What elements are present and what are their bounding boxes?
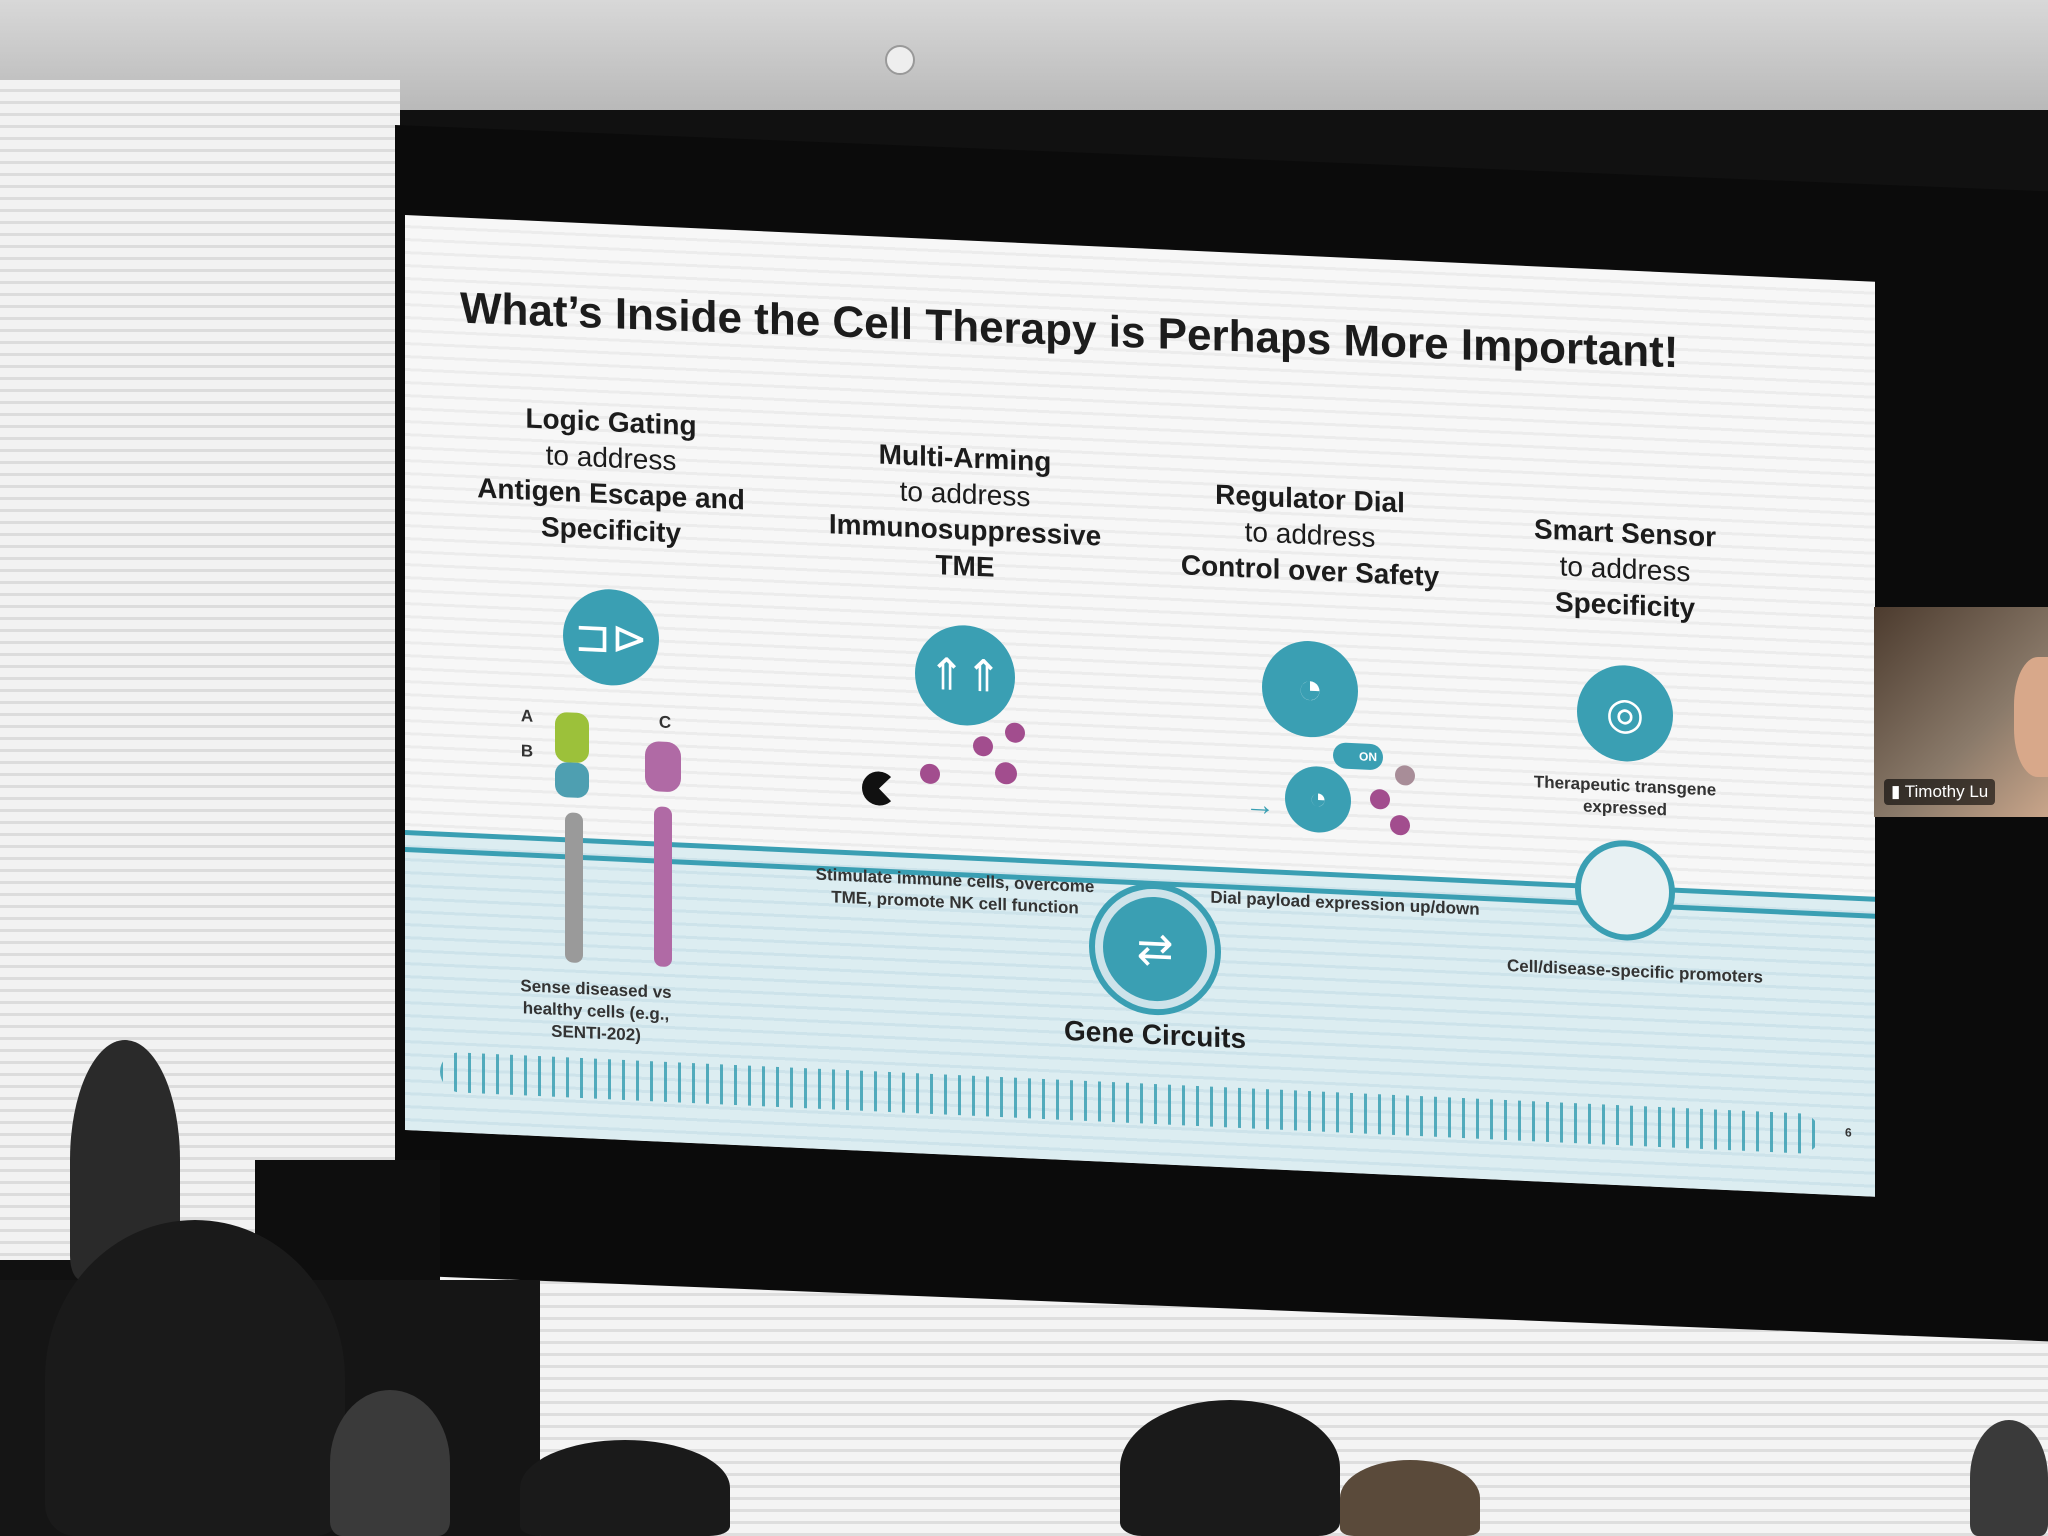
slide-title: What’s Inside the Cell Therapy is Perhap… <box>460 283 1679 378</box>
audience-head <box>1340 1460 1480 1536</box>
logic-gate-icon: ⊐⊳ <box>563 587 659 688</box>
receptor-stalk <box>565 812 583 964</box>
caption-logic-gating: Sense diseased vs healthy cells (e.g., S… <box>520 976 672 1045</box>
cytokine <box>973 735 993 757</box>
dial-small-icon: ◔ <box>1285 764 1351 834</box>
audience-head <box>1970 1420 2048 1536</box>
arrows-up-icon: ⇑⇑ <box>915 623 1015 728</box>
led-wall-left <box>0 80 400 1260</box>
webcam-feed: ▮ Timothy Lu <box>1874 607 2048 817</box>
column-target: Immunosuppressive TME <box>828 508 1102 583</box>
audience-head <box>1120 1400 1340 1536</box>
smoke-detector <box>885 45 915 75</box>
payload <box>1390 814 1410 836</box>
label-c: C <box>658 712 672 733</box>
payload <box>1395 764 1415 786</box>
receptor-c <box>645 740 681 793</box>
arrow-right-icon: → <box>1245 788 1275 823</box>
signal-icon: ▮ <box>1891 782 1905 801</box>
dial-icon: ◔ <box>1262 638 1358 740</box>
audience-head <box>45 1220 345 1536</box>
webcam-name-badge: ▮ Timothy Lu <box>1884 779 1996 805</box>
webcam-name: Timothy Lu <box>1904 782 1989 801</box>
cytokine <box>920 763 940 785</box>
caption-transgene: Therapeutic transgene expressed <box>1533 772 1717 820</box>
on-toggle: ON <box>1333 742 1383 771</box>
cytokine <box>1005 722 1025 744</box>
column-smart-sensor: Smart Sensor to address Specificity <box>1465 508 1785 631</box>
speaker-face <box>2014 657 2048 777</box>
cytokine <box>995 761 1017 785</box>
audience-head <box>330 1390 450 1536</box>
column-multi-arming: Multi-Arming to address Immunosuppressiv… <box>805 433 1125 592</box>
receptor-b <box>555 761 589 799</box>
column-regulator-dial: Regulator Dial to address Control over S… <box>1150 474 1470 597</box>
label-b: B <box>520 741 534 761</box>
column-logic-gating: Logic Gating to address Antigen Escape a… <box>451 397 771 556</box>
label-a: A <box>520 706 534 726</box>
slide-number: 6 <box>1845 1125 1852 1140</box>
audience-head <box>520 1440 730 1536</box>
column-target: Antigen Escape and Specificity <box>477 472 745 549</box>
sensor-icon: ◎ <box>1577 663 1673 764</box>
payload <box>1370 788 1390 810</box>
receptor-a <box>555 711 589 764</box>
nk-cell-icon <box>862 771 896 807</box>
slide: What’s Inside the Cell Therapy is Perhap… <box>405 215 1875 1197</box>
receptor-c-stalk <box>654 806 672 968</box>
